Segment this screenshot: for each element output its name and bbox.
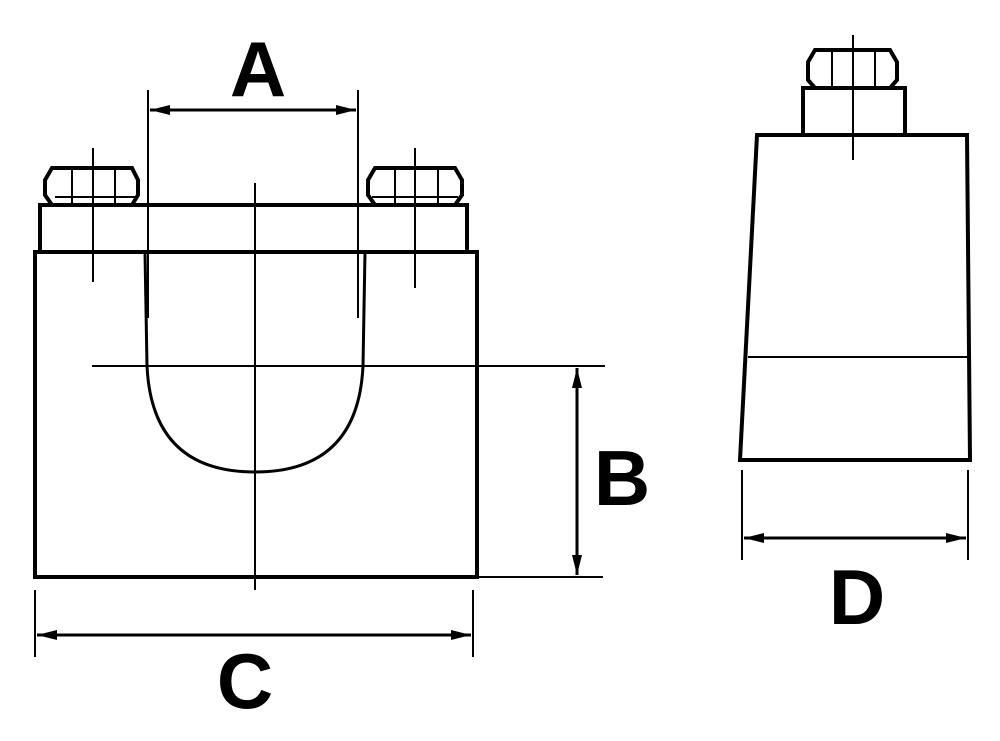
label-c: C — [217, 637, 273, 725]
side-body — [737, 133, 973, 462]
side-view: D — [737, 35, 973, 641]
label-b: B — [594, 434, 650, 522]
left-bolt — [43, 166, 140, 207]
side-bolt-head — [806, 48, 899, 90]
clamp-cap — [38, 203, 469, 252]
label-a: A — [230, 25, 286, 113]
front-view: A B C — [33, 25, 650, 725]
label-d: D — [829, 553, 885, 641]
